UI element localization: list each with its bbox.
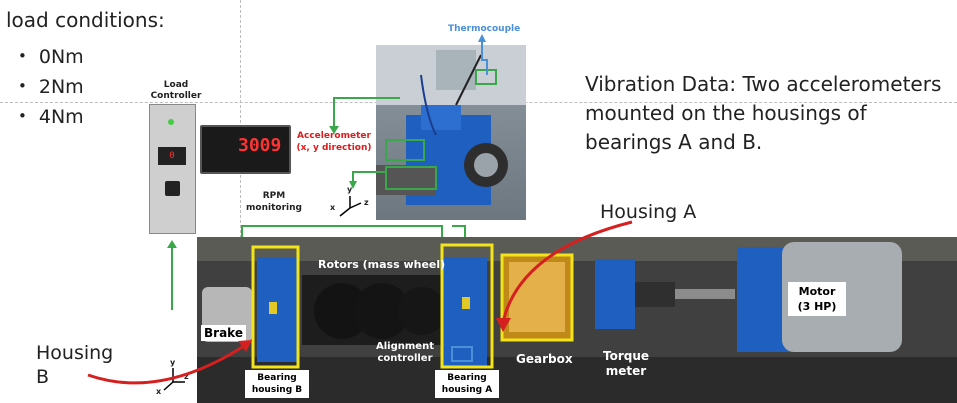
rpm-digits: 3009 — [238, 135, 282, 156]
rpm-display: 3009 — [200, 125, 291, 174]
load-controller-device: 0 — [149, 104, 196, 234]
load-item: 4Nm — [18, 102, 84, 132]
accelerometer-connector-a — [333, 97, 400, 128]
top-axis-y-label: y — [347, 185, 353, 194]
bottom-axis-x-label: x — [156, 387, 162, 396]
housing-b-callout-text: Housing B — [36, 342, 114, 388]
bottom-axes-icon — [163, 368, 185, 391]
thermocouple-arrow-line — [481, 40, 488, 75]
controller-arrowhead — [167, 240, 177, 248]
accelerometer-connector-b — [352, 171, 386, 183]
rpm-monitoring-label: RPM monitoring — [246, 191, 302, 213]
test-rig-photo — [197, 237, 957, 403]
load-conditions-title: load conditions: — [6, 8, 165, 32]
indicator-led — [168, 119, 174, 125]
vibration-description: Vibration Data: Two accelerometers mount… — [585, 72, 942, 154]
accelerometer-label: Accelerometer (x, y direction) — [296, 131, 372, 153]
housing-a-callout-text: Housing A — [600, 201, 697, 223]
bottom-axis-y-label: y — [170, 358, 176, 367]
test-rig-illustration — [197, 237, 957, 403]
bearing-housing-a-label: Bearing housing A — [435, 370, 499, 398]
closeup-illustration — [376, 45, 526, 205]
housing-a-arrowhead — [496, 318, 511, 332]
housing-b-arrow — [87, 344, 245, 385]
accelerometer-arrowhead-b — [349, 181, 357, 189]
torque-meter-label: Torque meter — [602, 349, 650, 378]
load-controller-label: Load Controller — [150, 80, 202, 101]
controller-readout: 0 — [158, 147, 186, 165]
thermocouple-label: Thermocouple — [448, 24, 521, 34]
bottom-axis-z-label: z — [184, 372, 189, 381]
thermocouple-arrowhead — [478, 34, 486, 42]
bearing-housing-b-label: Bearing housing B — [245, 370, 309, 398]
load-item: 0Nm — [18, 42, 84, 72]
rotors-label: Rotors (mass wheel) — [318, 258, 446, 271]
guide-line-vertical — [240, 0, 241, 403]
alignment-controller-label: Alignment controller — [376, 341, 434, 364]
gearbox-label: Gearbox — [516, 352, 573, 366]
accelerometer-arrowhead-a — [329, 126, 339, 134]
controller-knob — [165, 181, 180, 196]
accelerometer-closeup-photo — [376, 45, 526, 220]
rpm-connector-line — [241, 225, 443, 246]
load-item: 2Nm — [18, 72, 84, 102]
top-axes-icon — [339, 196, 362, 217]
brake-label: Brake — [201, 325, 246, 341]
housing-a-arrow — [501, 220, 633, 323]
top-axis-x-label: x — [330, 203, 336, 212]
motor-label: Motor (3 HP) — [788, 282, 846, 316]
housing-b-arrowhead — [238, 340, 252, 352]
load-conditions-list: 0Nm 2Nm 4Nm — [18, 42, 84, 132]
top-axis-z-label: z — [364, 198, 369, 207]
